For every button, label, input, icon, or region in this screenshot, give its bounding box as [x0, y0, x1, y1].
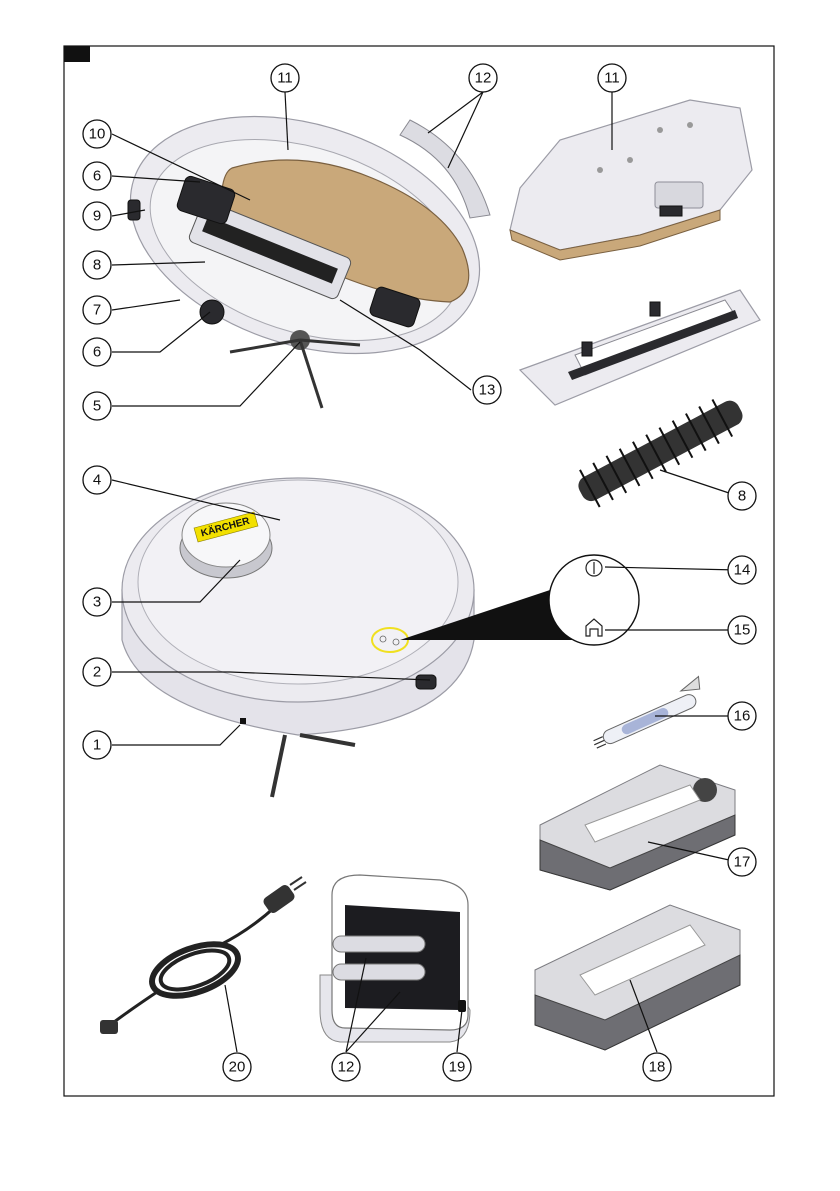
callout-16: 16 [728, 702, 756, 730]
callout-7: 7 [83, 296, 111, 324]
svg-text:4: 4 [93, 472, 101, 489]
svg-text:12: 12 [475, 70, 492, 87]
callout-11: 11 [598, 64, 626, 92]
callout-2: 2 [83, 658, 111, 686]
svg-text:7: 7 [93, 302, 101, 319]
callout-12: 12 [469, 64, 497, 92]
svg-text:6: 6 [93, 168, 101, 185]
charging-contact [333, 936, 425, 952]
svg-text:11: 11 [604, 70, 620, 87]
figure-corner-marker [64, 46, 90, 62]
callout-11: 11 [271, 64, 299, 92]
cleaning-tool [586, 677, 709, 751]
callout-10: 10 [83, 120, 111, 148]
callout-18: 18 [643, 1053, 671, 1081]
callout-19: 19 [443, 1053, 471, 1081]
svg-text:5: 5 [93, 398, 101, 415]
caster-wheel [200, 300, 224, 324]
callout-1: 1 [83, 731, 111, 759]
callout-5: 5 [83, 392, 111, 420]
svg-text:1: 1 [93, 737, 101, 754]
callout-20: 20 [223, 1053, 251, 1081]
dust-container [540, 765, 735, 890]
svg-text:8: 8 [93, 257, 101, 274]
callout-6: 6 [83, 162, 111, 190]
svg-text:10: 10 [89, 126, 106, 143]
callout-8: 8 [728, 482, 756, 510]
svg-text:3: 3 [93, 594, 101, 611]
power-cord [100, 877, 306, 1034]
svg-text:6: 6 [93, 344, 101, 361]
svg-text:14: 14 [734, 562, 751, 579]
svg-text:19: 19 [449, 1059, 466, 1076]
svg-text:16: 16 [734, 708, 751, 725]
callout-12: 12 [332, 1053, 360, 1081]
callout-13: 13 [473, 376, 501, 404]
callout-3: 3 [83, 588, 111, 616]
svg-text:15: 15 [734, 622, 751, 639]
spare-main-brush [571, 390, 750, 512]
svg-text:17: 17 [734, 854, 751, 871]
callout-15: 15 [728, 616, 756, 644]
callout-4: 4 [83, 466, 111, 494]
charging-socket [416, 675, 436, 689]
svg-text:20: 20 [229, 1059, 246, 1076]
charging-contact [333, 964, 425, 980]
svg-text:8: 8 [738, 488, 746, 505]
mop-holder [510, 100, 752, 260]
callout-6: 6 [83, 338, 111, 366]
callout-17: 17 [728, 848, 756, 876]
callout-8: 8 [83, 251, 111, 279]
svg-text:13: 13 [479, 382, 496, 399]
water-tank [535, 905, 740, 1050]
callout-9: 9 [83, 202, 111, 230]
charging-station [320, 875, 470, 1042]
svg-text:9: 9 [93, 208, 101, 225]
mop-plate [520, 290, 760, 405]
robot-underside [100, 75, 510, 408]
svg-text:11: 11 [277, 70, 293, 87]
svg-text:12: 12 [338, 1059, 355, 1076]
callout-14: 14 [728, 556, 756, 584]
svg-text:18: 18 [649, 1059, 666, 1076]
svg-text:2: 2 [93, 664, 101, 681]
